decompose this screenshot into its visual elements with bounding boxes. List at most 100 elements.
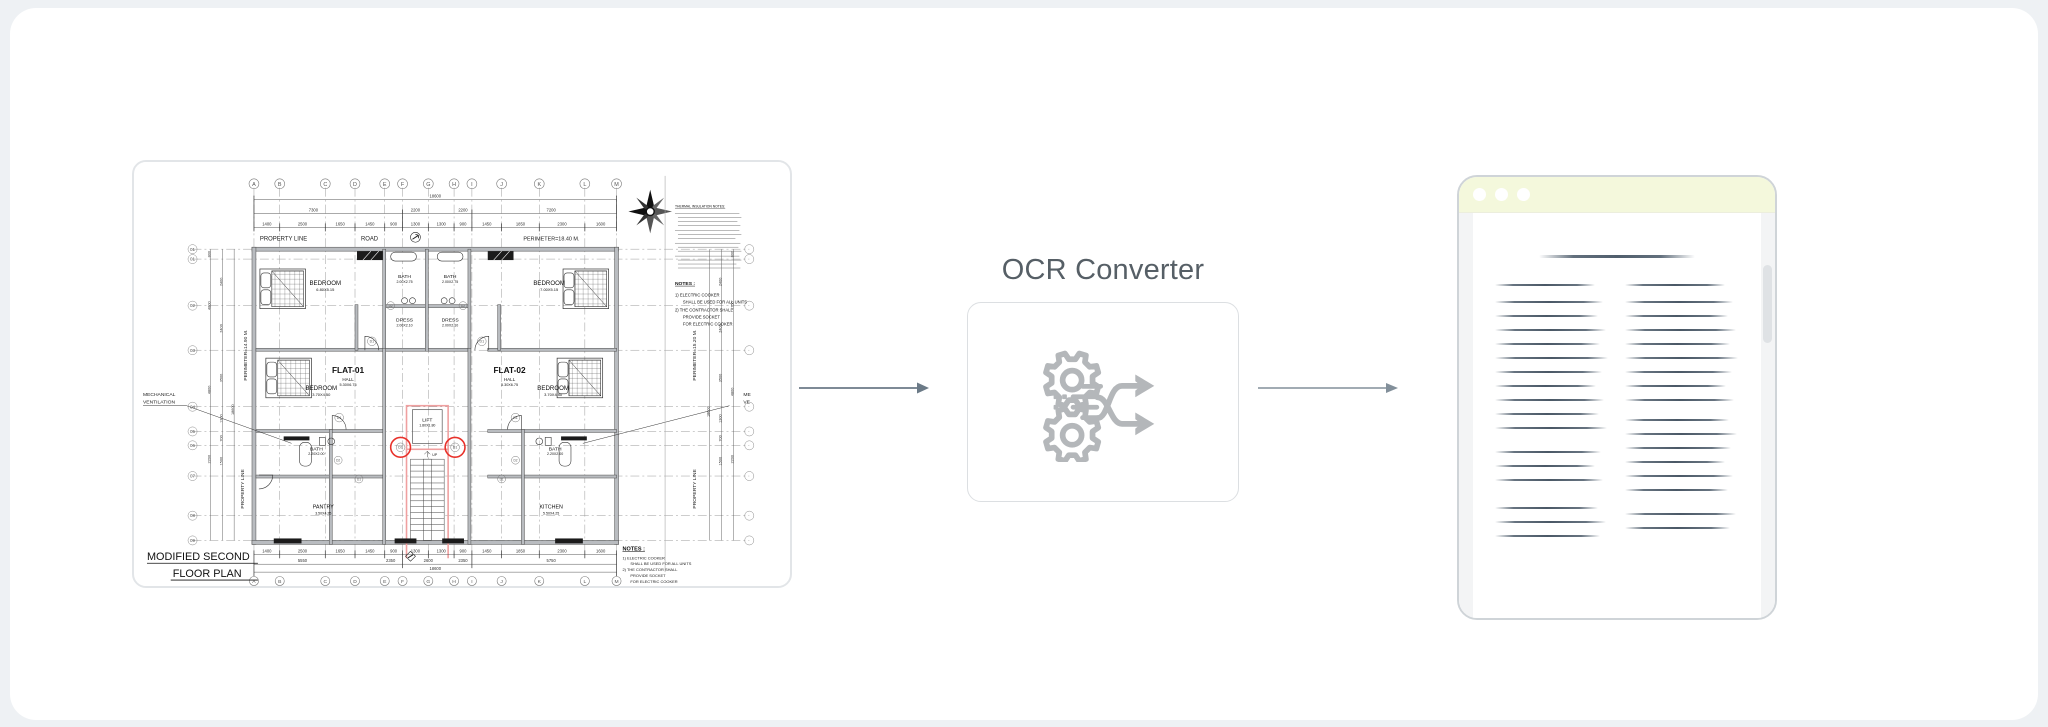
svg-text:2.00X2.10: 2.00X2.10 xyxy=(396,323,412,327)
svg-text:PERIMETER=14.90 M.: PERIMETER=14.90 M. xyxy=(243,330,249,381)
svg-text:BEDROOM: BEDROOM xyxy=(533,280,565,287)
text-placeholder-line xyxy=(1625,301,1734,303)
document-preview-window[interactable] xyxy=(1457,175,1777,620)
text-placeholder-line xyxy=(1625,357,1738,359)
ocr-converter-box[interactable] xyxy=(967,302,1239,502)
svg-text:FOR ELECTRIC COOKER: FOR ELECTRIC COOKER xyxy=(683,321,733,326)
svg-text:SHALL BE USED FOR ALL UNI: SHALL BE USED FOR ALL UNITS xyxy=(683,300,747,305)
svg-text:7300: 7300 xyxy=(309,208,319,213)
svg-text:SHALL BE USED FOR ALL UNI: SHALL BE USED FOR ALL UNITS xyxy=(630,561,691,566)
svg-text:D1: D1 xyxy=(480,340,485,344)
perimeter-labels: PERIMETER=14.90 M. PERIMETER=15.20 M. PR… xyxy=(240,330,698,509)
dimension-chain-bottom xyxy=(253,550,617,577)
svg-text:2400: 2400 xyxy=(719,324,723,333)
svg-text:A: A xyxy=(252,579,256,585)
svg-text:1450: 1450 xyxy=(365,548,375,553)
svg-text:D: D xyxy=(353,579,357,585)
svg-text:07: 07 xyxy=(190,474,196,479)
mechanical-ventilation-label-left: MECHANICAL VENTILATION xyxy=(143,392,176,406)
svg-text:3.70X4.50: 3.70X4.50 xyxy=(544,392,563,397)
text-placeholder-line xyxy=(1625,489,1728,491)
text-placeholder-line xyxy=(1625,399,1735,401)
svg-text:1650: 1650 xyxy=(336,221,346,226)
text-placeholder-line xyxy=(1495,535,1600,537)
svg-text:PERIMETER=15.20 M.: PERIMETER=15.20 M. xyxy=(692,330,698,381)
svg-text:2.20X2.00: 2.20X2.00 xyxy=(547,452,563,456)
svg-text:900: 900 xyxy=(460,221,468,226)
svg-text:2.00X2.10: 2.00X2.10 xyxy=(442,323,458,327)
kitchen-counters xyxy=(356,251,514,261)
north-marker-small xyxy=(410,232,421,243)
svg-text:J: J xyxy=(500,182,503,188)
stair-up-label: UP xyxy=(432,453,438,457)
document-column-left xyxy=(1495,284,1609,549)
svg-text:FLAT-01: FLAT-01 xyxy=(332,365,365,375)
text-placeholder-line xyxy=(1625,385,1727,387)
text-placeholder-line xyxy=(1495,399,1605,401)
svg-text:PROPERTY LINE: PROPERTY LINE xyxy=(692,469,698,509)
svg-text:A: A xyxy=(252,182,256,188)
ocr-converter-title: OCR Converter xyxy=(1001,254,1205,286)
svg-text:01: 01 xyxy=(190,247,196,252)
document-body[interactable] xyxy=(1459,213,1775,618)
maximize-dot-icon[interactable] xyxy=(1517,188,1530,201)
svg-text:02: 02 xyxy=(190,303,196,308)
bottom-notes: NOTES : 1) ELECTRIC COOKER SHALL BE USED… xyxy=(622,546,691,584)
svg-text:L: L xyxy=(583,579,586,585)
svg-text:5550: 5550 xyxy=(298,558,308,563)
svg-text:K: K xyxy=(537,182,541,188)
svg-text:2) THE CONTRACTOR SHALL: 2) THE CONTRACTOR SHALL xyxy=(675,308,734,313)
text-placeholder-line xyxy=(1495,465,1596,467)
svg-text:1400: 1400 xyxy=(262,548,272,553)
svg-text:4750: 4750 xyxy=(730,301,734,310)
svg-text:800: 800 xyxy=(730,251,734,257)
text-placeholder-line xyxy=(1625,527,1730,529)
arrow-plan-to-ocr xyxy=(799,380,929,396)
svg-text:2300: 2300 xyxy=(557,221,567,226)
grid-bubbles-right xyxy=(744,244,755,546)
svg-text:4800: 4800 xyxy=(207,386,211,395)
close-dot-icon[interactable] xyxy=(1473,188,1486,201)
svg-text:D1: D1 xyxy=(370,340,375,344)
minimize-dot-icon[interactable] xyxy=(1495,188,1508,201)
svg-text:2500: 2500 xyxy=(298,221,308,226)
svg-text:D1: D1 xyxy=(513,416,518,420)
svg-text:3.50X4.25: 3.50X4.25 xyxy=(315,512,331,516)
text-placeholder-line xyxy=(1495,284,1596,286)
svg-text:C: C xyxy=(323,182,327,188)
svg-text:2200: 2200 xyxy=(458,208,468,213)
text-placeholder-line xyxy=(1625,461,1726,463)
document-scrollbar[interactable] xyxy=(1763,265,1772,343)
svg-text:1500: 1500 xyxy=(219,457,223,466)
svg-text:2400: 2400 xyxy=(719,278,723,287)
text-placeholder-line xyxy=(1625,371,1733,373)
svg-text:900: 900 xyxy=(460,548,468,553)
room-labels: BEDROOM 6.80X5.15 BEDROOM 7.00X5.15 BEDR… xyxy=(305,274,568,516)
document-page xyxy=(1473,213,1761,618)
svg-text:HALL: HALL xyxy=(504,377,516,382)
svg-text:E: E xyxy=(383,579,387,585)
svg-text:BEDROOM: BEDROOM xyxy=(537,385,569,392)
ocr-converter-node[interactable]: OCR Converter xyxy=(967,250,1239,502)
text-placeholder-line xyxy=(1495,343,1600,345)
floor-plan-drawing: ABC DEF GHI JKL M xyxy=(135,162,789,586)
svg-text:1300: 1300 xyxy=(411,548,421,553)
svg-text:PROPERTY LINE: PROPERTY LINE xyxy=(260,236,307,242)
svg-text:DRESS: DRESS xyxy=(442,317,460,323)
document-columns xyxy=(1495,284,1739,549)
svg-text:3500: 3500 xyxy=(719,374,723,383)
svg-text:1300: 1300 xyxy=(219,414,223,423)
svg-text:900: 900 xyxy=(390,548,398,553)
svg-text:BEDROOM: BEDROOM xyxy=(309,280,341,287)
svg-text:4800: 4800 xyxy=(730,388,734,397)
svg-text:D1: D1 xyxy=(398,446,403,450)
svg-text:MECHANICAL: MECHANICAL xyxy=(143,392,176,398)
svg-text:D1: D1 xyxy=(453,446,458,450)
svg-text:900: 900 xyxy=(390,221,398,226)
